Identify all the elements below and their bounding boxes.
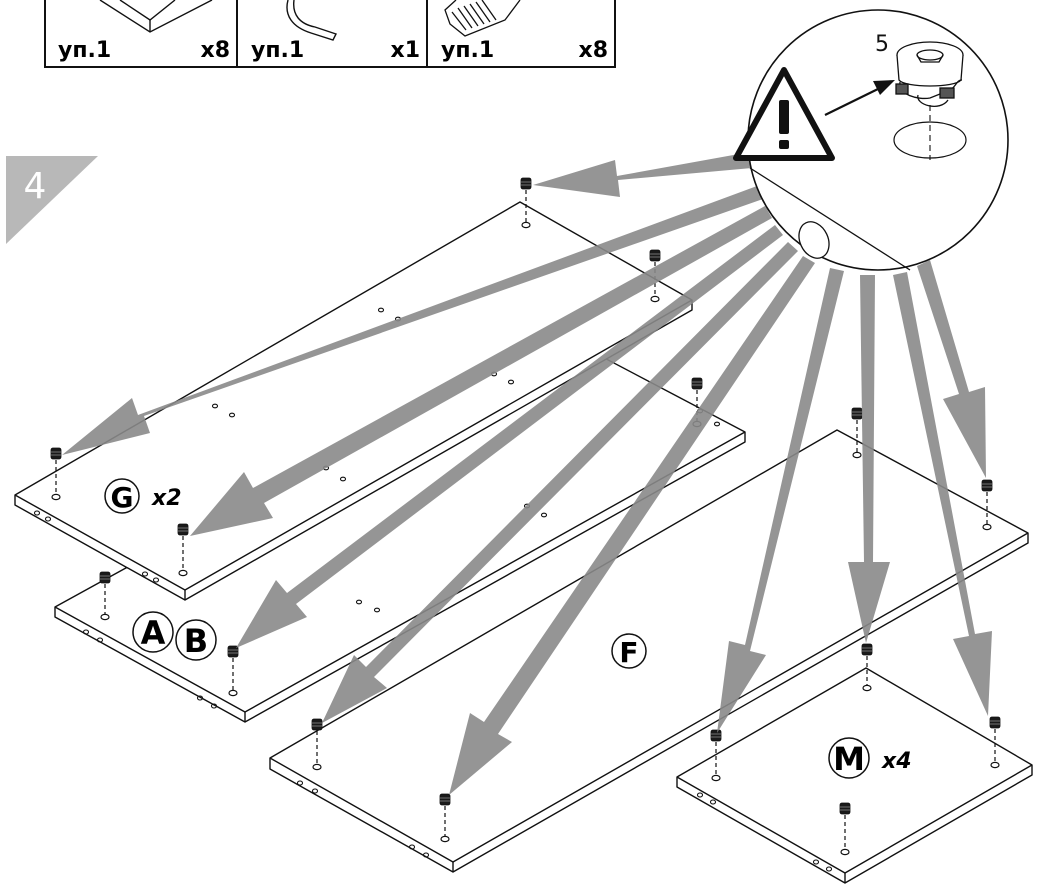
- cam-fitting: [861, 643, 873, 656]
- arrow: [190, 206, 772, 536]
- wooden-dowel-icon: [444, 0, 521, 37]
- panels: [14, 201, 1033, 884]
- cam-fitting: [981, 479, 993, 492]
- cam-fitting: [99, 571, 111, 584]
- panel-letter-a: A: [141, 614, 166, 652]
- parts-table: уп.1 x8 уп.1 x1 уп.1 x8: [44, 0, 616, 68]
- pack-label-2: уп.1: [251, 38, 304, 63]
- qty-label-2: x1: [391, 38, 421, 63]
- cam-fitting: [839, 802, 851, 815]
- panel-count-g: x2: [151, 486, 182, 511]
- cam-lock-fitting-icon: [895, 41, 964, 107]
- pointer-arrow: [824, 80, 895, 116]
- warning-triangle-icon: [733, 67, 835, 161]
- step-indicator: 4: [6, 156, 98, 244]
- cam-fitting: [439, 793, 451, 806]
- cam-fitting: [649, 249, 661, 262]
- step-number: 4: [24, 166, 47, 207]
- arrow: [848, 275, 890, 643]
- arrow: [893, 272, 992, 716]
- cam-fitting: [691, 377, 703, 390]
- label-b: B: [175, 619, 217, 661]
- panel-count-m: x4: [881, 749, 912, 774]
- arrow: [322, 242, 798, 723]
- cam-fitting: [851, 407, 863, 420]
- panel-letter-b: B: [184, 622, 208, 660]
- label-f: F: [611, 633, 647, 669]
- panel-letter-m: M: [833, 740, 865, 778]
- cam-fitting: [520, 177, 532, 190]
- cam-fittings: [50, 177, 1001, 856]
- panel-letter-g: G: [111, 481, 134, 514]
- allen-key-icon: [286, 0, 337, 41]
- detail-callout: 5: [733, 9, 1009, 271]
- qty-label-1: x8: [201, 38, 231, 63]
- pack-label-3: уп.1: [441, 38, 494, 63]
- cam-lock-housing-icon: [99, 0, 213, 33]
- panel-g: [14, 201, 693, 601]
- panel-labels: G x2 A B F M x4: [104, 478, 912, 779]
- pack-label-1: уп.1: [58, 38, 111, 63]
- part-number-label: 5: [875, 32, 889, 57]
- edge-holes: [33, 510, 833, 872]
- cam-fitting: [311, 718, 323, 731]
- label-a: A: [132, 611, 174, 653]
- arrow: [917, 260, 986, 478]
- arrow: [62, 186, 763, 455]
- arrow: [717, 268, 844, 733]
- label-m: M x4: [828, 737, 912, 779]
- panel-letter-f: F: [619, 636, 638, 669]
- cam-fitting: [710, 729, 722, 742]
- arrow: [236, 225, 783, 648]
- cam-fitting: [227, 645, 239, 658]
- cam-fitting: [177, 523, 189, 536]
- arrow: [533, 152, 752, 197]
- qty-label-3: x8: [579, 38, 609, 63]
- cam-fitting: [50, 447, 62, 460]
- label-g: G x2: [104, 478, 182, 514]
- direction-arrows: [62, 152, 992, 795]
- arrow: [449, 256, 815, 795]
- cam-fitting: [989, 716, 1001, 729]
